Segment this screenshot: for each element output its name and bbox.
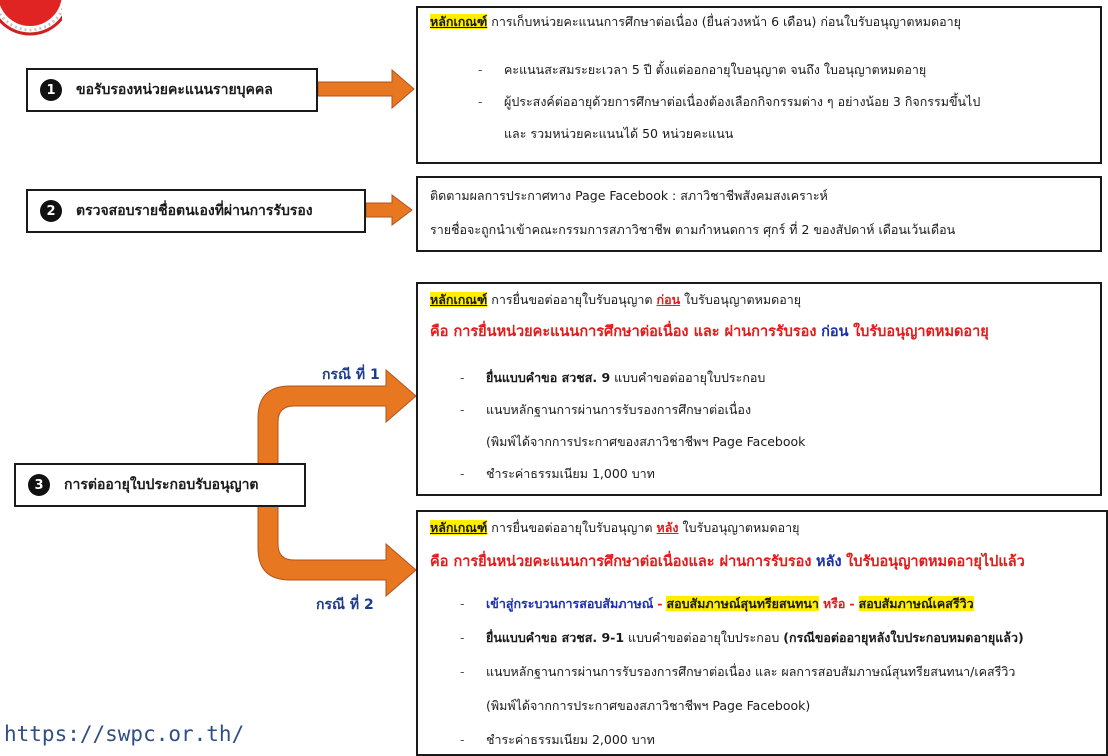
step2-label: ตรวจสอบรายชื่อตนเองที่ผ่านการรับรอง (76, 203, 313, 219)
case1-label: กรณี ที่ 1 (322, 367, 380, 383)
list-item: ชำระค่าธรรมเนียม 1,000 บาท (486, 466, 655, 481)
step2-line1: ติดตามผลการประกาศทาง Page Facebook : สภา… (430, 188, 828, 203)
list-item-note: (พิมพ์ได้จากการประกาศของสภาวิชาชีพฯ Page… (486, 698, 811, 713)
list-item: ชำระค่าธรรมเนียม 2,000 บาท (486, 732, 655, 747)
list-item: ผู้ประสงค์ต่ออายุด้วยการศึกษาต่อเนื่องต้… (504, 94, 981, 109)
step3-label: การต่ออายุใบประกอบรับอนุญาต (64, 477, 259, 493)
step2-line2: รายชื่อจะถูกนำเข้าคณะกรรมการสภาวิชาชีพ ต… (430, 222, 956, 237)
case2-arrow (257, 505, 417, 598)
principle-label: หลักเกณฑ์ (430, 14, 488, 29)
step2-arrow (365, 194, 413, 226)
keyword-before: ก่อน (821, 324, 849, 340)
keyword-after: หลัง (656, 520, 679, 535)
case1-box: หลักเกณฑ์ การยื่นขอต่ออายุใบรับอนุญาต ก่… (416, 282, 1102, 496)
list-item-continuation: และ รวมหน่วยคะแนนได้ 50 หน่วยคะแนน (504, 126, 734, 141)
step2-box: 2 ตรวจสอบรายชื่อตนเองที่ผ่านการรับรอง (26, 189, 366, 233)
step1-box: 1 ขอรับรองหน่วยคะแนนรายบุคคล (26, 68, 318, 112)
list-item: แนบหลักฐานการผ่านการรับรองการศึกษาต่อเนื… (486, 402, 752, 417)
step2-number-icon: 2 (40, 200, 62, 222)
case2-label: กรณี ที่ 2 (316, 597, 374, 613)
list-item-note: (พิมพ์ได้จากการประกาศของสภาวิชาชีพฯ Page… (486, 434, 806, 449)
list-item: คะแนนสะสมระยะเวลา 5 ปี ตั้งแต่ออกอายุใบอ… (504, 62, 927, 77)
step1-header: การเก็บหน่วยคะแนนการศึกษาต่อเนื่อง (ยื่น… (491, 14, 961, 29)
step3-number-icon: 3 (28, 474, 50, 496)
keyword-after: หลัง (816, 554, 842, 570)
principle-label: หลักเกณฑ์ (430, 520, 488, 535)
step1-detail-box: หลักเกณฑ์ การเก็บหน่วยคะแนนการศึกษาต่อเน… (416, 6, 1102, 164)
list-item: แนบหลักฐานการผ่านการรับรองการศึกษาต่อเนื… (486, 664, 1016, 679)
case2-box: หลักเกณฑ์ การยื่นขอต่ออายุใบรับอนุญาต หล… (416, 510, 1108, 756)
step3-box: 3 การต่ออายุใบประกอบรับอนุญาต (14, 463, 306, 507)
case1-arrow (257, 368, 417, 469)
principle-label: หลักเกณฑ์ (430, 292, 488, 307)
keyword-before: ก่อน (656, 292, 681, 307)
step1-arrow (317, 68, 415, 110)
step1-label: ขอรับรองหน่วยคะแนนรายบุคคล (76, 82, 273, 98)
step2-detail-box: ติดตามผลการประกาศทาง Page Facebook : สภา… (416, 176, 1102, 252)
step1-number-icon: 1 (40, 79, 62, 101)
website-url[interactable]: https://swpc.or.th/ (4, 722, 245, 746)
organization-logo (0, 0, 62, 40)
